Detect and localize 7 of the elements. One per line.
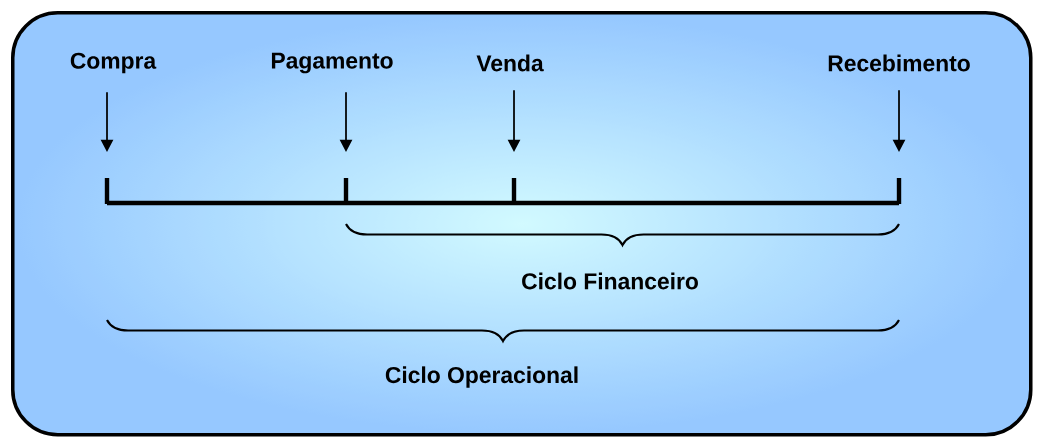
cycle-label: Ciclo Operacional [385,366,578,388]
event-label: Pagamento [271,52,393,74]
panel-background [11,11,1033,437]
cycle-label: Ciclo Financeiro [522,272,698,290]
event-label: Venda [476,54,544,72]
event-label: Recebimento [828,54,970,72]
event-label: Compra [70,52,157,74]
